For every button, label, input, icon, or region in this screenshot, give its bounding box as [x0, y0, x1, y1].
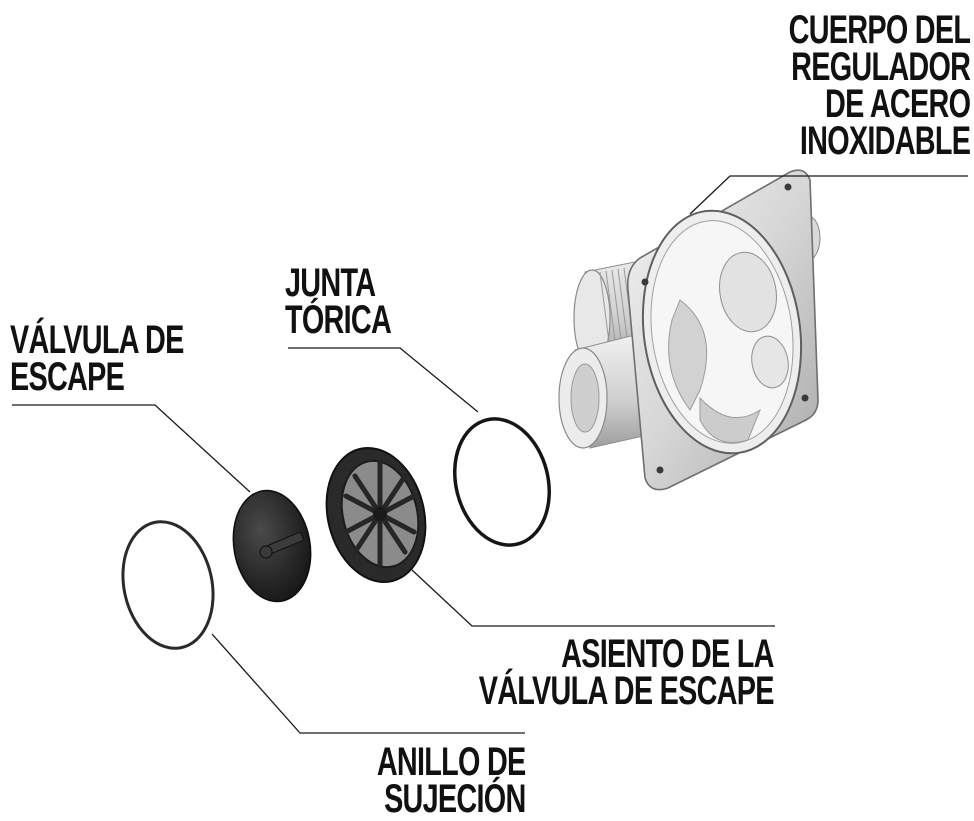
label-regulator-body-line-2: REGULADOR — [790, 45, 971, 89]
leader-line-exhaust-valve — [12, 404, 251, 493]
label-retaining-ring-line-1: ANILLO DE — [377, 740, 526, 784]
label-regulator-body-line-4: INOXIDABLE — [799, 119, 971, 163]
label-valve-seat-line-1: ASIENTO DE LA — [561, 632, 774, 676]
label-retaining-ring-line-2: SUJECIÓN — [384, 777, 527, 821]
label-exhaust-valve-line-2: ESCAPE — [10, 355, 125, 399]
valve-seat-illustration — [325, 447, 427, 583]
label-o-ring: JUNTA TÓRICA — [285, 261, 392, 342]
retaining-ring-highlight — [125, 524, 211, 646]
label-regulator-body-line-1: CUERPO DEL — [788, 8, 970, 52]
label-regulator-body: CUERPO DEL REGULADOR DE ACERO INOXIDABLE — [788, 8, 971, 163]
o-ring-illustration — [453, 417, 551, 547]
label-valve-seat: ASIENTO DE LA VÁLVULA DE ESCAPE — [479, 632, 775, 713]
label-valve-seat-line-2: VÁLVULA DE ESCAPE — [479, 669, 775, 713]
label-exhaust-valve: VÁLVULA DE ESCAPE — [10, 318, 184, 399]
regulator-body-illustration — [558, 169, 821, 491]
label-exhaust-valve-line-1: VÁLVULA DE — [10, 318, 184, 362]
leader-line-retaining-ring — [211, 633, 525, 734]
leader-line-o-ring — [288, 347, 479, 413]
retaining-ring-illustration — [121, 520, 215, 650]
leader-line-body — [689, 175, 968, 215]
label-retaining-ring: ANILLO DE SUJECIÓN — [377, 740, 527, 821]
label-o-ring-line-2: TÓRICA — [285, 298, 392, 342]
label-regulator-body-line-3: DE ACERO — [824, 82, 971, 126]
leader-line-valve-seat — [411, 569, 775, 627]
label-o-ring-line-1: JUNTA — [285, 261, 376, 305]
exhaust-valve-illustration — [232, 489, 312, 603]
leader-lines — [12, 175, 968, 734]
